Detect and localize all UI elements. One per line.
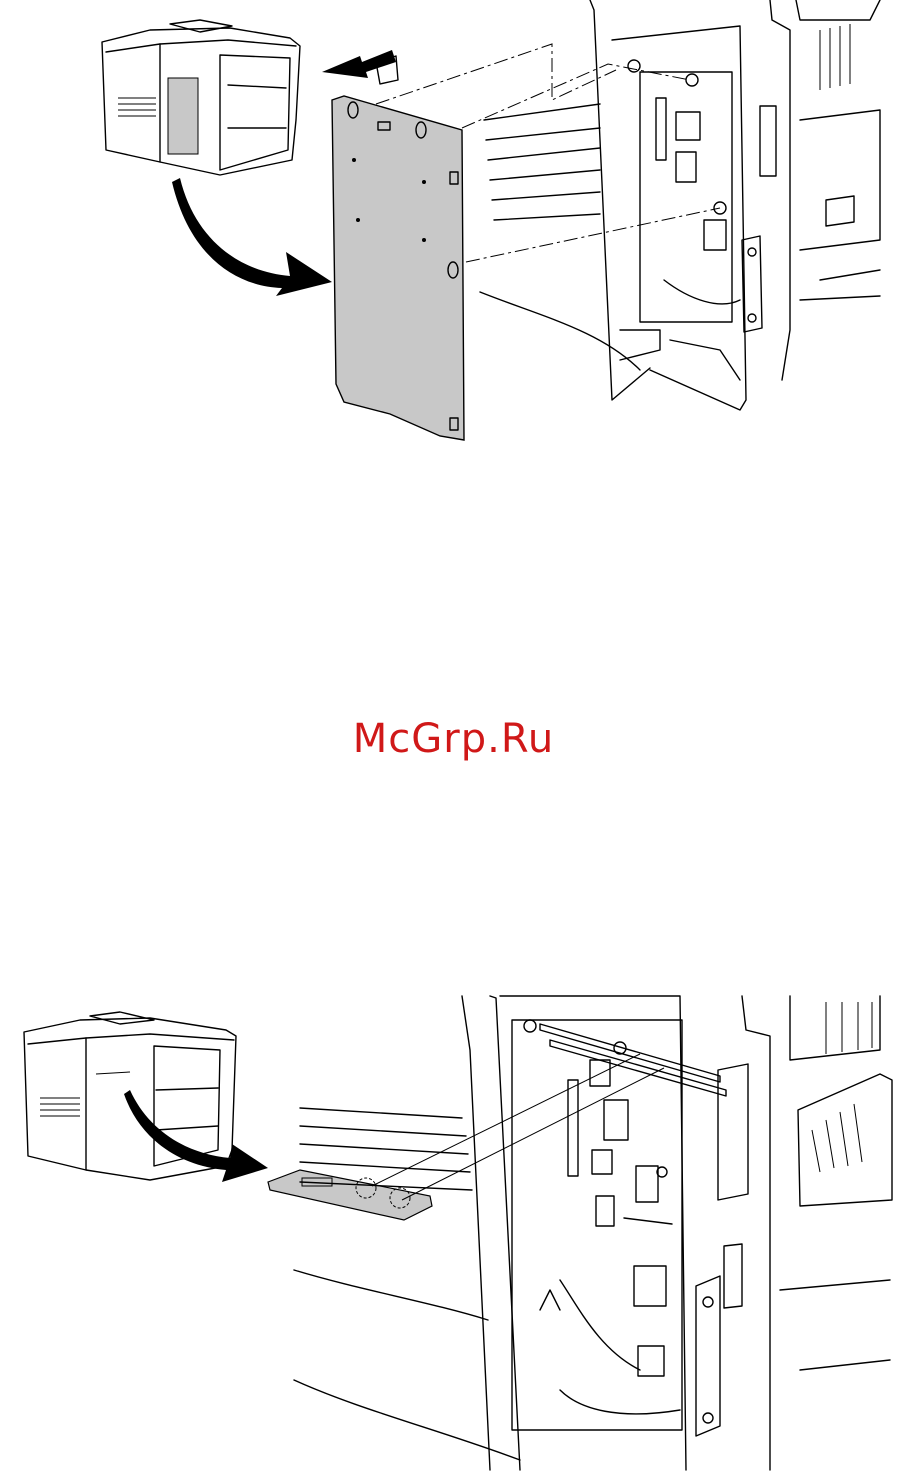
memory-install-illustration [0,990,907,1479]
removal-arrow-icon [322,50,396,78]
printer-thumbnail-icon [102,20,300,175]
curved-arrow-icon [172,178,332,296]
memory-module-icon [268,1170,432,1220]
side-panel-icon [332,96,464,440]
panel-removal-illustration [0,0,907,460]
curved-arrow-icon [124,1090,268,1182]
memory-install-figure [0,990,907,1479]
panel-removal-figure [0,0,907,460]
watermark-text: McGrp.Ru [0,716,907,762]
